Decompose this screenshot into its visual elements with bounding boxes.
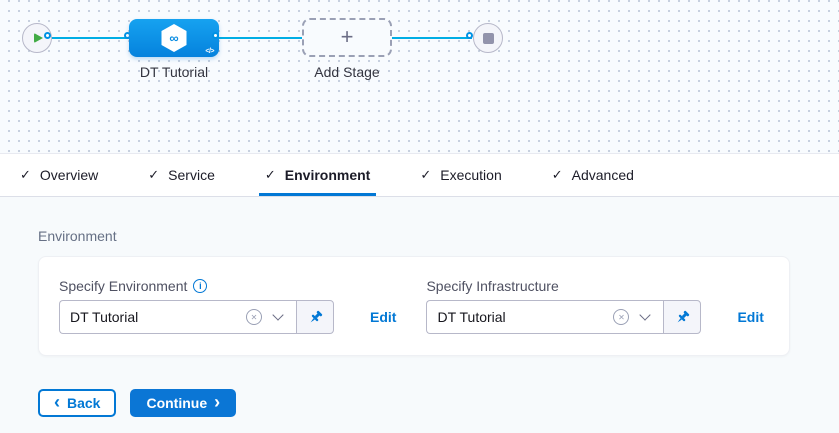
harness-cd-icon: ∞: [161, 24, 187, 52]
info-icon[interactable]: i: [193, 279, 208, 293]
tab-label: Environment: [284, 167, 371, 183]
infrastructure-field: Specify Infrastructure DT Tutorial ✕: [426, 278, 764, 334]
chevron-down-icon[interactable]: [272, 309, 284, 321]
tab-label: Advanced: [571, 167, 634, 183]
environment-tab-panel: Environment Specify Environment i DT Tut…: [0, 198, 839, 433]
infrastructure-select[interactable]: DT Tutorial ✕: [426, 300, 702, 334]
chevron-right-icon: ›: [214, 392, 221, 412]
pipeline-connector-line: [37, 37, 472, 39]
stage-name-label: DT Tutorial: [139, 64, 209, 80]
add-stage-label: Add Stage: [314, 64, 380, 80]
link-port: [466, 32, 473, 39]
section-heading: Environment: [38, 228, 117, 244]
continue-button-label: Continue: [146, 395, 208, 411]
check-icon: ✓: [551, 167, 563, 182]
chevron-down-icon[interactable]: [639, 309, 652, 321]
clear-icon[interactable]: ✕: [246, 309, 262, 325]
svg-text:∞: ∞: [169, 31, 178, 46]
tab-label: Execution: [440, 167, 502, 183]
stage-node-dt-tutorial[interactable]: ∞ </>: [129, 19, 219, 57]
tab-overview[interactable]: ✓ Overview: [20, 154, 98, 196]
environment-select[interactable]: DT Tutorial ✕: [59, 300, 334, 334]
environment-select-box[interactable]: DT Tutorial ✕: [59, 300, 296, 334]
tab-advanced[interactable]: ✓ Advanced: [552, 154, 634, 196]
plus-icon: +: [340, 23, 354, 49]
pin-icon: [677, 310, 690, 322]
edit-environment-link[interactable]: Edit: [370, 309, 397, 325]
clear-icon[interactable]: ✕: [613, 309, 630, 325]
continue-button[interactable]: Continue ›: [130, 389, 237, 417]
environment-field-label: Specify Environment: [59, 278, 188, 294]
back-button-label: Back: [67, 395, 101, 411]
edit-infrastructure-link[interactable]: Edit: [737, 309, 764, 325]
tab-environment[interactable]: ✓ Environment: [258, 154, 377, 196]
check-icon: ✓: [20, 167, 31, 182]
back-button[interactable]: ‹ Back: [38, 389, 117, 417]
check-icon: ✓: [420, 167, 432, 182]
wizard-footer: ‹ Back Continue ›: [38, 389, 839, 417]
infrastructure-select-box[interactable]: DT Tutorial ✕: [426, 300, 664, 334]
tab-execution[interactable]: ✓ Execution: [420, 154, 501, 196]
infrastructure-field-label: Specify Infrastructure: [426, 278, 559, 294]
pin-button[interactable]: [663, 300, 702, 334]
check-icon: ✓: [264, 167, 276, 182]
environment-field: Specify Environment i DT Tutorial ✕: [59, 278, 396, 334]
add-stage-button[interactable]: +: [302, 18, 392, 57]
chevron-left-icon: ‹: [54, 392, 60, 412]
environment-card: Specify Environment i DT Tutorial ✕: [38, 256, 790, 356]
pin-button[interactable]: [296, 300, 334, 334]
link-port: [212, 32, 219, 39]
pipeline-canvas[interactable]: ∞ </> DT Tutorial + Add Stage: [0, 0, 839, 153]
tab-label: Service: [168, 167, 215, 183]
environment-select-value: DT Tutorial: [70, 309, 139, 325]
tab-label: Overview: [39, 167, 99, 183]
tab-service[interactable]: ✓ Service: [148, 154, 215, 196]
link-port: [44, 32, 51, 39]
pipeline-end-node[interactable]: [473, 23, 503, 53]
play-icon: [34, 33, 43, 43]
code-badge-icon: </>: [205, 48, 214, 55]
pin-icon: [310, 310, 322, 322]
stop-icon: [482, 32, 494, 44]
stage-tabs: ✓ Overview ✓ Service ✓ Environment ✓ Exe…: [0, 153, 839, 197]
check-icon: ✓: [148, 167, 160, 182]
infrastructure-select-value: DT Tutorial: [437, 309, 506, 325]
